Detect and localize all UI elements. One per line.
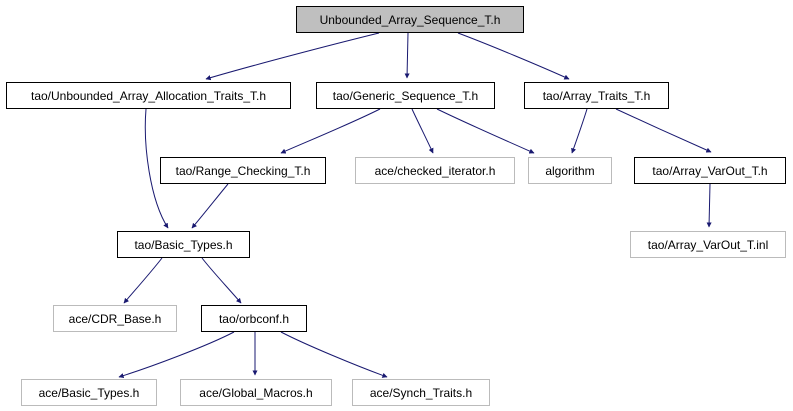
edge-range_checking-to-basic_types_tao [191, 183, 229, 229]
node-label: ace/CDR_Base.h [68, 311, 162, 326]
node-label: tao/orbconf.h [218, 311, 290, 326]
edge-orbconf-to-synch_traits [280, 331, 388, 378]
node-label: tao/Unbounded_Array_Allocation_Traits_T.… [30, 88, 267, 103]
edge-generic_seq-to-range_checking [280, 108, 381, 154]
edge-array_varout_h-to-array_varout_inl [706, 183, 712, 228]
node-root[interactable]: Unbounded_Array_Sequence_T.h [296, 6, 524, 33]
node-label: tao/Array_VarOut_T.h [652, 163, 768, 178]
node-label: ace/Basic_Types.h [38, 385, 140, 400]
node-array_traits[interactable]: tao/Array_Traits_T.h [524, 82, 669, 109]
edge-array_traits-to-algorithm [571, 108, 588, 154]
node-global_macros[interactable]: ace/Global_Macros.h [180, 379, 332, 406]
node-generic_seq[interactable]: tao/Generic_Sequence_T.h [316, 82, 495, 109]
node-label: tao/Array_VarOut_T.inl [647, 237, 769, 252]
edge-basic_types_tao-to-orbconf [201, 257, 242, 304]
node-label: tao/Range_Checking_T.h [175, 163, 311, 178]
node-array_varout_inl[interactable]: tao/Array_VarOut_T.inl [630, 231, 786, 258]
node-array_varout_h[interactable]: tao/Array_VarOut_T.h [634, 157, 786, 184]
node-cdr_base[interactable]: ace/CDR_Base.h [53, 305, 177, 332]
node-range_checking[interactable]: tao/Range_Checking_T.h [160, 157, 326, 184]
node-alloc_traits[interactable]: tao/Unbounded_Array_Allocation_Traits_T.… [6, 82, 291, 109]
edge-root-to-alloc_traits [205, 32, 380, 81]
edge-array_traits-to-array_varout_h [615, 108, 712, 153]
node-label: ace/Global_Macros.h [199, 385, 313, 400]
node-algorithm[interactable]: algorithm [528, 157, 612, 184]
edge-root-to-generic_seq [404, 32, 410, 79]
edge-orbconf-to-basic_types_ace [118, 331, 235, 379]
node-label: ace/checked_iterator.h [374, 163, 496, 178]
node-label: tao/Array_Traits_T.h [542, 88, 651, 103]
node-checked_iterator[interactable]: ace/checked_iterator.h [355, 157, 515, 184]
node-orbconf[interactable]: tao/orbconf.h [201, 305, 307, 332]
node-basic_types_tao[interactable]: tao/Basic_Types.h [117, 231, 250, 258]
edge-generic_seq-to-checked_iterator [411, 108, 434, 154]
node-label: ace/Synch_Traits.h [369, 385, 473, 400]
edge-root-to-array_traits [457, 32, 570, 80]
edge-generic_seq-to-algorithm [436, 108, 535, 154]
node-label: algorithm [545, 163, 595, 178]
node-label: Unbounded_Array_Sequence_T.h [319, 12, 501, 27]
node-synch_traits[interactable]: ace/Synch_Traits.h [352, 379, 490, 406]
edge-basic_types_tao-to-cdr_base [123, 257, 163, 304]
node-label: tao/Basic_Types.h [134, 237, 233, 252]
node-basic_types_ace[interactable]: ace/Basic_Types.h [21, 379, 157, 406]
node-label: tao/Generic_Sequence_T.h [332, 88, 479, 103]
